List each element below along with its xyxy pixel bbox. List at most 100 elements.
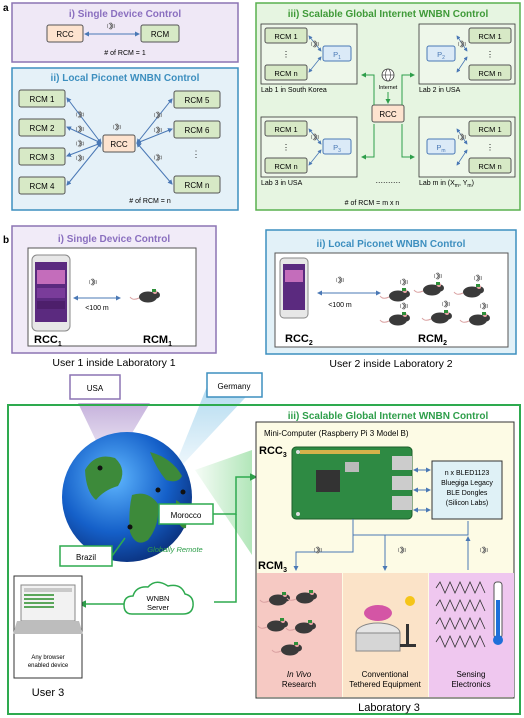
b-piconet-panel: ii) Local Piconet WNBN Control <100 m RC… (265, 229, 517, 355)
category-label-line2: Tethered Equipment (349, 680, 421, 689)
panel-a-letter: a (3, 3, 9, 14)
a-single-device-panel: i) Single Device Control RCC RCM # of RC… (11, 2, 239, 63)
signal-trace (435, 599, 486, 612)
morocco-label: Morocco (171, 511, 202, 520)
svg-text:⋮: ⋮ (486, 143, 494, 152)
b-user2-caption: User 2 inside Laboratory 2 (329, 358, 452, 370)
device-label-line1: Any browser (31, 655, 64, 661)
dongle-text-line: (Silicon Labs) (446, 500, 488, 507)
rcm-box (173, 90, 221, 109)
user3-label: User 3 (32, 687, 64, 699)
rcm-label: RCM n (274, 69, 297, 78)
rcm-box (18, 89, 66, 108)
proxy-label: Pm (436, 143, 445, 154)
b-single-rcc: RCC1 (34, 334, 62, 348)
server-label-line2: Server (147, 603, 170, 612)
category-label-line2: Electronics (451, 680, 490, 689)
lab-label: Lab 3 in USA (261, 180, 303, 187)
a-piconet-count: # of RCM = n (129, 198, 171, 205)
usa-label-box (69, 374, 121, 400)
rcm-label: RCM 1 (478, 32, 501, 41)
a-global-rcc-label: RCC (379, 110, 397, 119)
cloud-icon (123, 581, 194, 615)
rcm-label: RCM 5 (185, 96, 210, 105)
a-piconet-rcc-label: RCC (110, 140, 128, 149)
b-single-range: <100 m (85, 305, 109, 312)
dongle-text-line: BLE Dongles (447, 490, 488, 497)
rcm-box (173, 120, 221, 139)
a-piconet-rcc-box (102, 134, 136, 153)
dongle-text-line: Bluegiga Legacy (441, 480, 493, 487)
a-global-rcc-box (371, 104, 405, 123)
dongles-box (431, 460, 503, 520)
b-piconet-rcm: RCM2 (418, 333, 447, 347)
globe-icon (62, 432, 192, 562)
category-label-line2: Research (282, 680, 316, 689)
a-piconet-title: ii) Local Piconet WNBN Control (51, 73, 200, 84)
device-label-line2: enabled device (28, 663, 69, 669)
rcm-box (173, 175, 221, 194)
b-single-device-panel: i) Single Device Control <100 m RCC1 RCM… (11, 225, 217, 354)
rcm-label: RCM 1 (30, 95, 55, 104)
rcm-label: RCM n (185, 181, 210, 190)
b-single-rcm: RCM1 (143, 334, 172, 348)
a-global-ellipsis: .......... (375, 175, 400, 185)
category-label-line1: Conventional (362, 670, 409, 679)
svg-text:⋮: ⋮ (282, 143, 290, 152)
a-single-title: i) Single Device Control (69, 9, 181, 20)
rcm-label: RCM 2 (30, 124, 55, 133)
rcm-label: RCM 4 (30, 182, 55, 191)
category-label-line1: Sensing (457, 670, 486, 679)
a-single-rcc-box (46, 24, 84, 43)
rcm-box (18, 176, 66, 195)
rcm-label: RCM 6 (185, 126, 210, 135)
a-single-rcm-label: RCM (151, 30, 170, 39)
b-user1-caption: User 1 inside Laboratory 1 (52, 357, 175, 369)
b-piconet-title: ii) Local Piconet WNBN Control (317, 239, 466, 250)
brazil-label: Brazil (76, 553, 96, 562)
rcm3-label: RCM3 (258, 560, 287, 574)
signal-trace (435, 581, 486, 594)
lab-label: Lab m in (Xm, Ym) (419, 180, 474, 189)
b-single-title: i) Single Device Control (58, 234, 170, 245)
category-label-line1: In Vivo (287, 670, 312, 679)
proxy-label: P1 (333, 50, 341, 61)
germany-beam (170, 384, 258, 478)
rcm-label: RCM 3 (30, 153, 55, 162)
lab-label: Lab 1 in South Korea (261, 87, 327, 94)
usa-label: USA (87, 384, 104, 393)
b-global-title: iii) Scalable Global Internet WNBN Contr… (288, 411, 489, 422)
mini-computer-label: Mini-Computer (Raspberry Pi 3 Model B) (264, 429, 409, 438)
rcm-label: RCM 1 (274, 32, 297, 41)
rcm-label: RCM 1 (478, 125, 501, 134)
b-piconet-range: <100 m (328, 302, 352, 309)
germany-label: Germany (218, 382, 251, 391)
a-piconet-panel: ii) Local Piconet WNBN Control RCM 1 RCM … (11, 67, 239, 211)
rcm-label: RCM n (274, 162, 297, 171)
a-global-count: # of RCM = m x n (345, 200, 400, 207)
signal-trace (435, 635, 486, 648)
a-single-rcm-box (140, 24, 180, 43)
rcc3-label: RCC3 (259, 445, 287, 459)
proxy-label: P2 (437, 50, 445, 61)
svg-text:⋮: ⋮ (282, 50, 290, 59)
a-single-rcc-label: RCC (56, 30, 74, 39)
proxy-label: P3 (333, 143, 341, 154)
globally-remote-label: Globally Remote (147, 545, 202, 554)
b-piconet-rcc: RCC2 (285, 333, 313, 347)
rcm-label: RCM n (478, 69, 501, 78)
dongle-text-line: n x BLED1123 (445, 470, 490, 477)
rcm-label: RCM n (478, 162, 501, 171)
germany-label-box (206, 372, 263, 398)
a-global-internet: Internet (379, 85, 398, 91)
bulb-icon (405, 596, 415, 606)
global-beam (195, 450, 252, 555)
lab-label: Lab 2 in USA (419, 87, 461, 94)
